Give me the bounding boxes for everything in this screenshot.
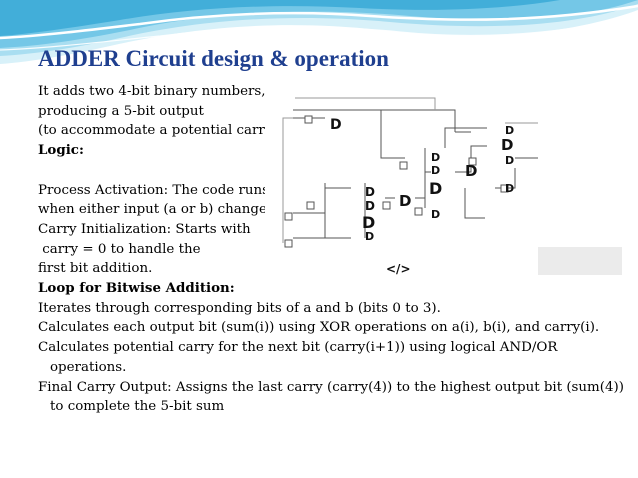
svg-text:D: D [505, 182, 514, 195]
body-line: It adds two 4-bit binary numbers, [38, 84, 266, 99]
slide-body: It adds two 4-bit binary numbers, produc… [38, 82, 628, 417]
svg-text:D: D [537, 156, 538, 174]
body-line: when either input (a or b) changes. [38, 202, 279, 218]
body-line: Process Activation: The code runs [38, 182, 269, 198]
body-line: Carry Initialization: Starts with [38, 221, 251, 237]
body-line: carry = 0 to handle the [38, 241, 201, 257]
svg-text:D: D [431, 151, 440, 164]
body-line: Final Carry Output: Assigns the last car… [38, 379, 624, 415]
body-line: Iterates through corresponding bits of a… [38, 300, 441, 316]
svg-text:D: D [429, 179, 442, 198]
svg-text:D: D [431, 164, 440, 177]
body-line: Calculates potential carry for the next … [38, 340, 558, 375]
body-line: Calculates each output bit (sum(i)) usin… [38, 320, 600, 336]
svg-text:D: D [505, 124, 514, 137]
svg-text:D: D [505, 154, 514, 167]
svg-text:D: D [399, 192, 411, 210]
svg-text:D: D [365, 199, 375, 213]
code-icon: </> [386, 262, 411, 276]
svg-text:D: D [431, 208, 440, 221]
body-line: (to accommodate a potential carry) [38, 123, 278, 139]
slide-title: ADDER Circuit design & operation [38, 46, 389, 71]
svg-text:D: D [365, 185, 375, 199]
section-heading-loop: Loop for Bitwise Addition: [38, 280, 235, 297]
svg-text:D: D [330, 117, 342, 133]
svg-text:D: D [362, 213, 375, 232]
svg-text:D: D [365, 230, 374, 243]
svg-text:D: D [465, 162, 477, 180]
header-wave-banner [0, 0, 638, 64]
section-heading-logic: Logic: [38, 142, 84, 159]
grey-panel [538, 247, 622, 275]
adder-circuit-schematic: D D D D D D D D D D D D D D D D [265, 88, 538, 276]
body-line: first bit addition. [38, 261, 153, 277]
body-line: producing a 5-bit output [38, 103, 204, 119]
svg-text:D: D [501, 136, 513, 154]
